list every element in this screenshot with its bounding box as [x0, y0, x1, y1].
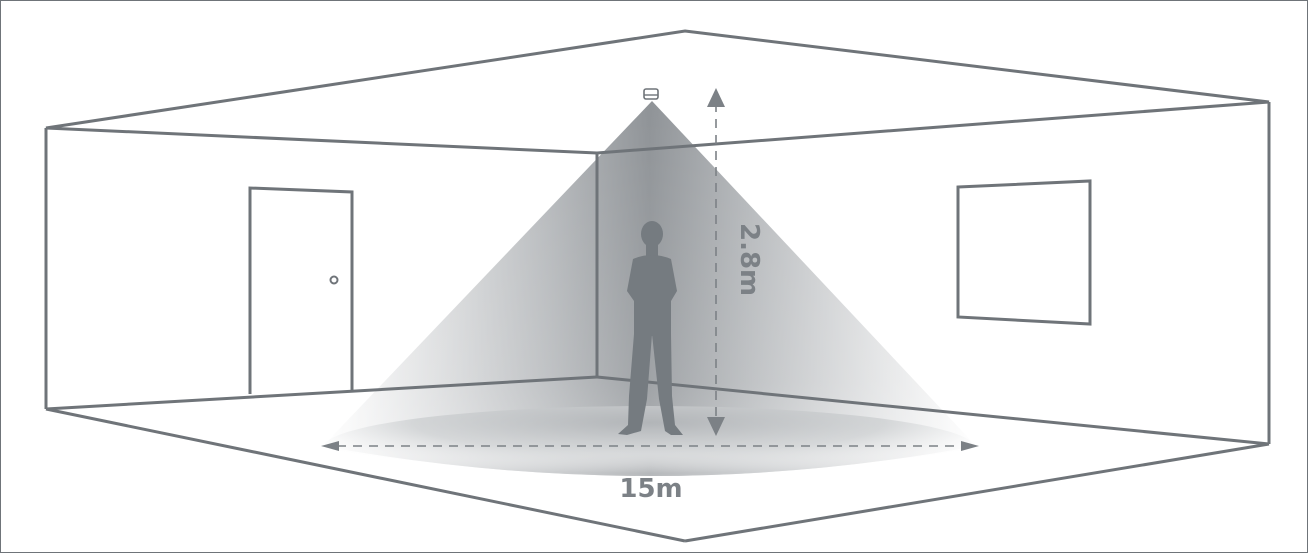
room-outline: [44, 29, 1271, 543]
window: [956, 179, 1092, 326]
arrow-right-icon: [961, 441, 979, 451]
left-floor-edge: [45, 375, 598, 411]
height-label: 2.8m: [734, 223, 764, 296]
arrow-left-icon: [321, 441, 339, 451]
front-floor-edge-right: [684, 442, 1270, 543]
height-dimension: [707, 88, 725, 436]
ceiling-sensor-icon: [643, 88, 659, 100]
arrow-up-icon: [707, 88, 725, 107]
person-silhouette-icon: [618, 221, 683, 435]
door: [248, 186, 354, 394]
front-floor-edge-left: [45, 407, 686, 543]
arrow-down-icon: [707, 417, 725, 436]
door-frame: [248, 186, 354, 394]
width-label: 15m: [619, 474, 682, 504]
door-handle-icon: [329, 275, 339, 285]
width-dimension: [321, 441, 979, 451]
right-floor-edge: [596, 375, 1270, 446]
